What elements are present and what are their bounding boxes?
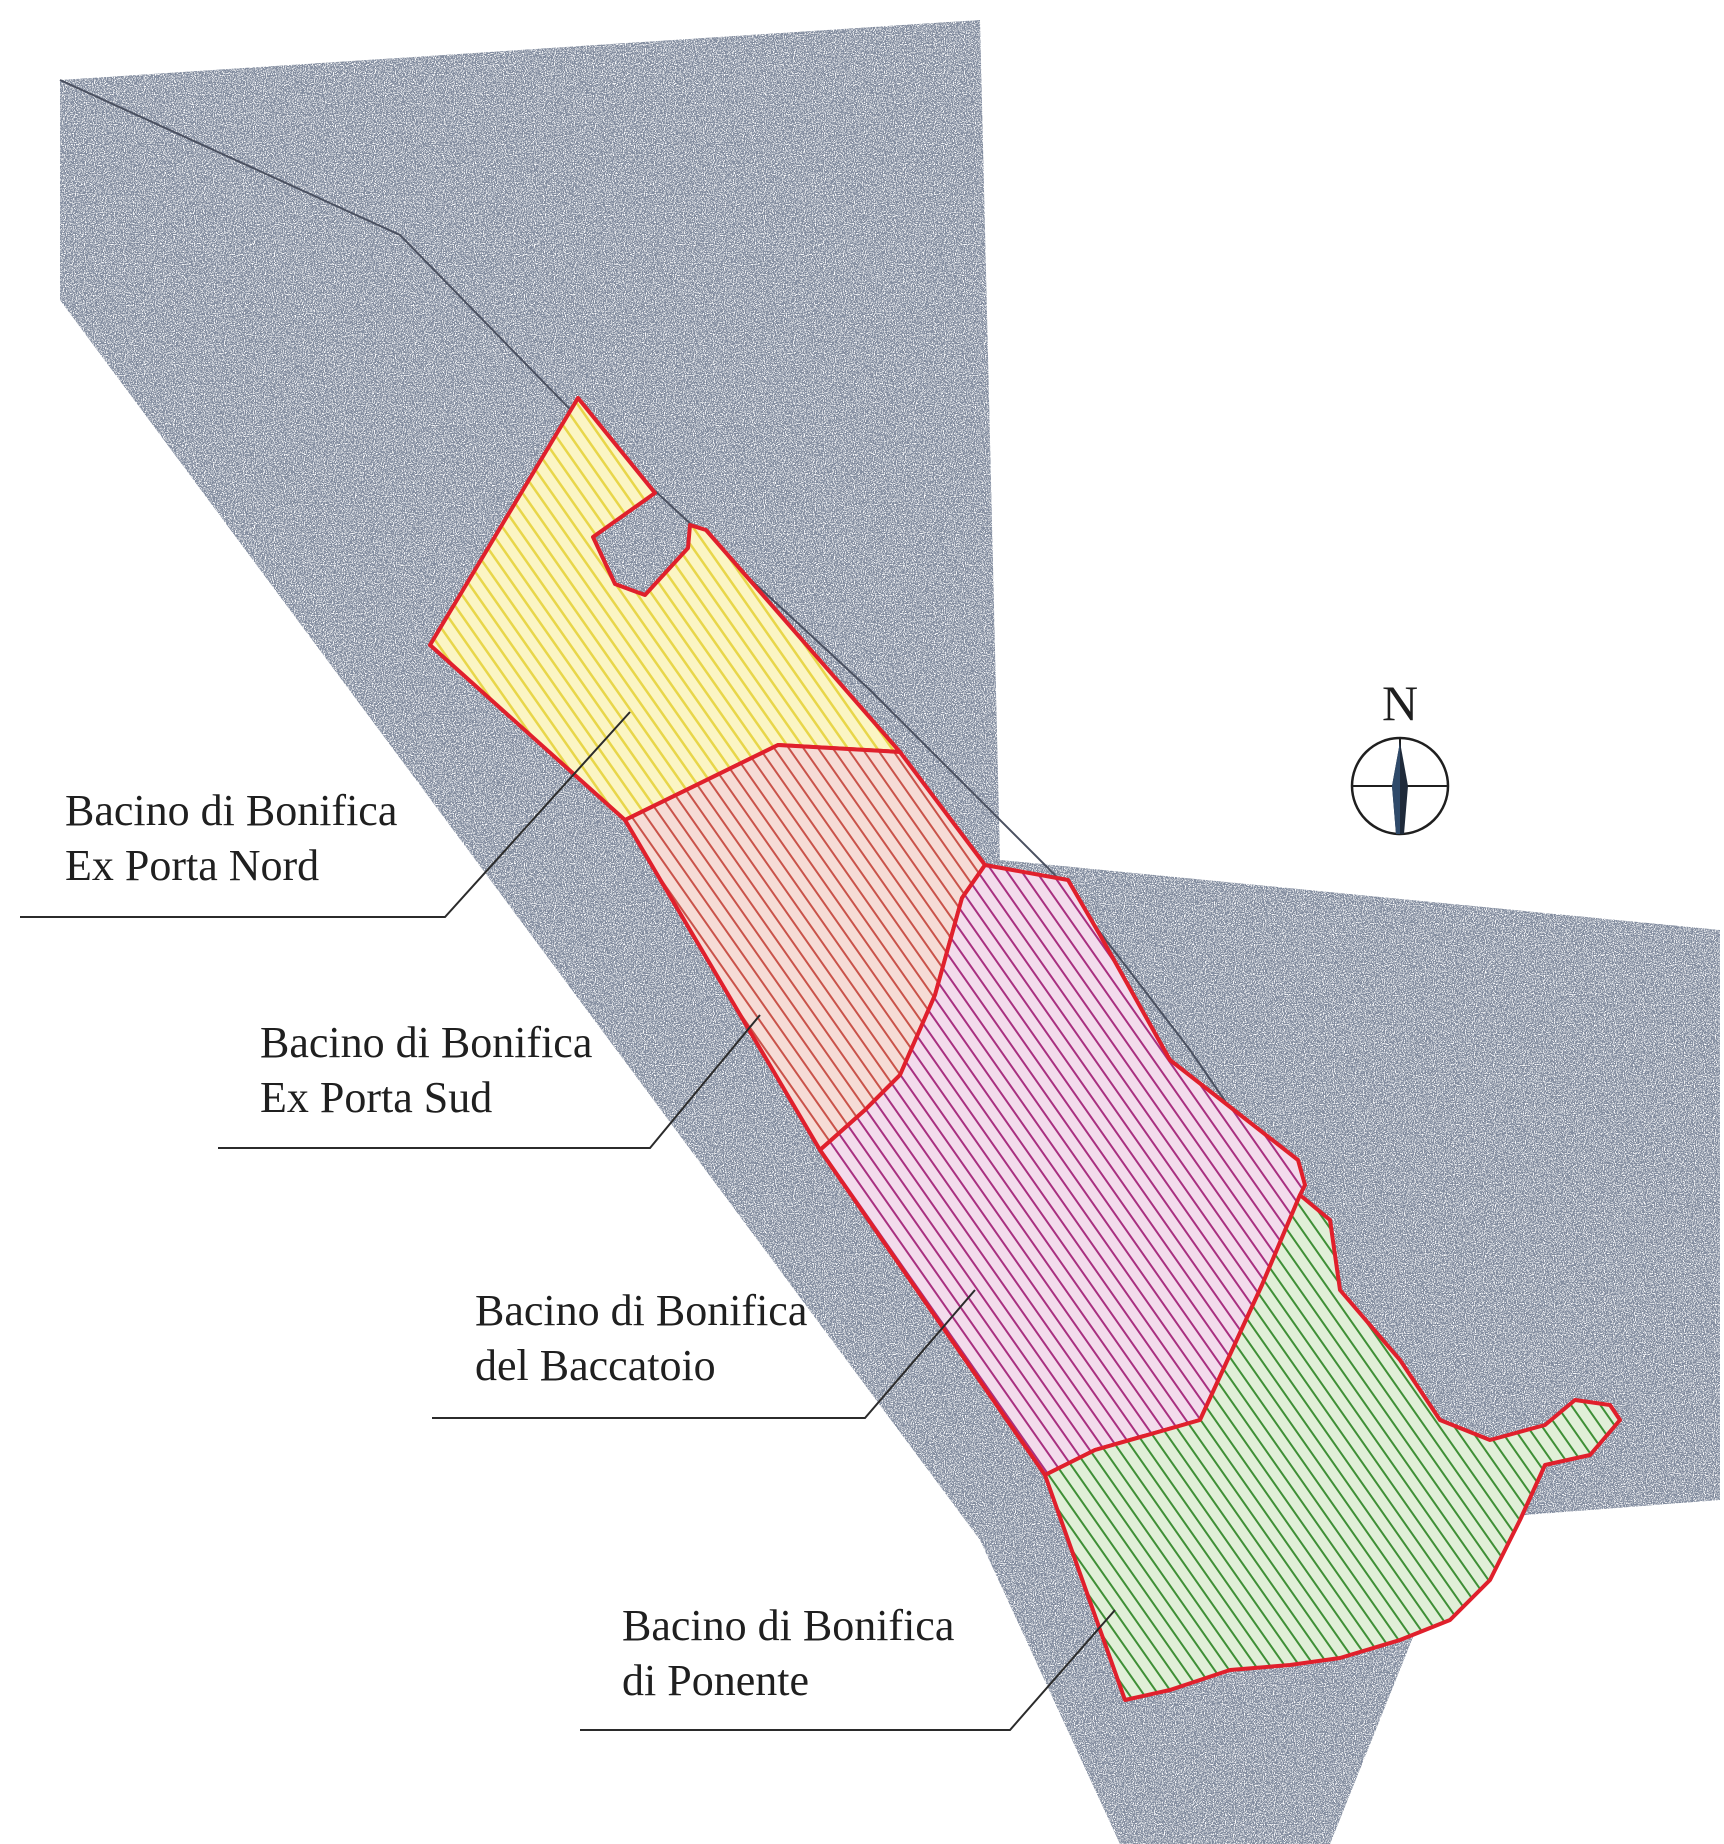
label-ponente-line2: di Ponente [622,1656,809,1705]
label-ex-porta-nord-line2: Ex Porta Nord [65,841,319,890]
railway-line [59,79,1301,1211]
label-baccatoio-line1: Bacino di Bonifica [475,1286,807,1335]
leader-line-ex-porta-sud [218,1014,761,1149]
label-ponente-line1: Bacino di Bonifica [622,1601,954,1650]
label-ex-porta-sud-line2: Ex Porta Sud [260,1073,492,1122]
north-arrow: N [1350,675,1450,836]
leader-line-ponente [580,1609,1116,1731]
basins-layer [428,396,1622,1702]
north-letter: N [1382,675,1418,731]
basin-labels: Bacino di Bonifica Ex Porta Nord Bacino … [65,786,954,1705]
basin-ponente[interactable] [1043,1193,1622,1702]
label-baccatoio-line2: del Baccatoio [475,1341,716,1390]
north-arrow-icon [1350,736,1450,836]
label-ex-porta-sud-line1: Bacino di Bonifica [260,1018,592,1067]
leader-line-baccatoio [432,1289,976,1419]
leader-line-ex-porta-nord [20,711,631,918]
label-ex-porta-nord-line1: Bacino di Bonifica [65,786,397,835]
leader-lines [20,711,1116,1731]
